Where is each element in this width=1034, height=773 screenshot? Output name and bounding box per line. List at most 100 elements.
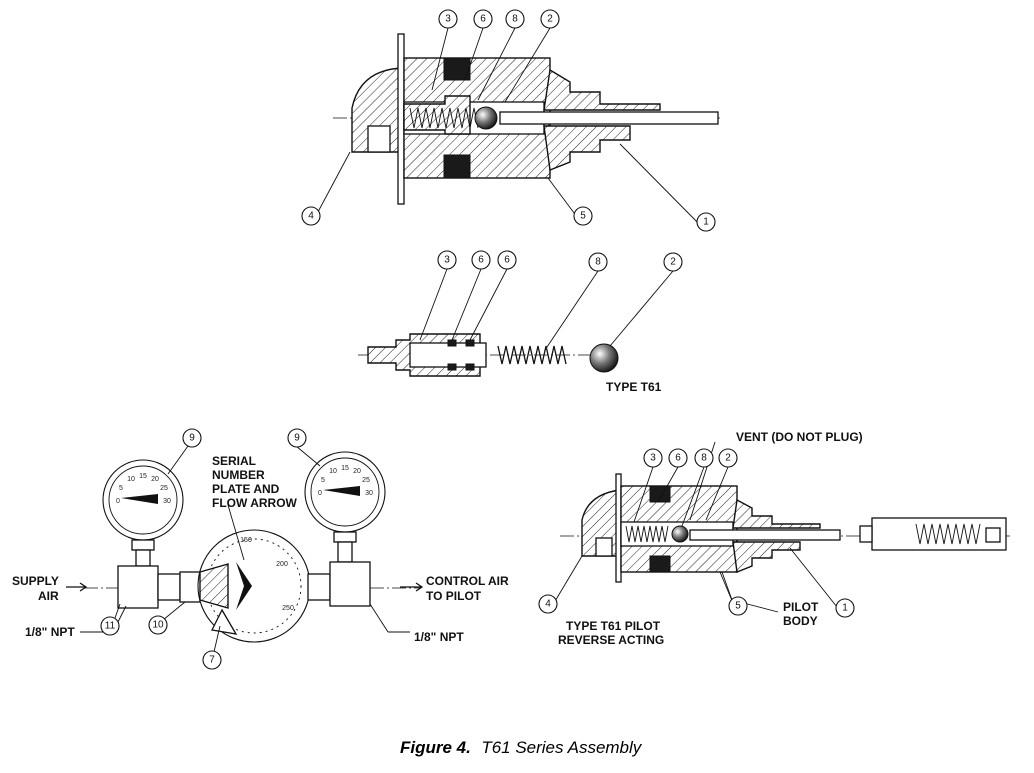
exploded-oring-1b: [447, 363, 457, 371]
callout-number: 9: [294, 433, 300, 444]
callout-number: 3: [445, 14, 451, 25]
callout-number: 8: [512, 14, 518, 25]
left-tee: [117, 565, 159, 609]
leader-7: [213, 625, 221, 653]
supply-arrow: [66, 582, 88, 592]
regulator-threaded-boss: [199, 563, 229, 609]
callout-number: 4: [308, 211, 314, 222]
callout-balloon: [718, 448, 738, 468]
callout-balloon: [835, 598, 855, 618]
reverse-acting-pilot: VENT (DO NOT PLUG) PILOT BODY TYPE T61 P…: [558, 430, 1010, 647]
pilot-body-leader: [721, 571, 733, 601]
callout-number: 5: [735, 601, 741, 612]
callout-number: 8: [701, 453, 707, 464]
leader-9a: [167, 445, 189, 475]
callout-leader: [419, 268, 448, 341]
top-push-rod: [499, 111, 719, 125]
callout-leader: [504, 27, 551, 103]
callout-balloon: [663, 252, 683, 272]
callout-balloon: [301, 206, 321, 226]
label-air: AIR: [38, 589, 59, 603]
top-upper-port: [443, 57, 471, 81]
callout-balloon: [438, 9, 458, 29]
callout-balloon: [100, 616, 120, 636]
callout-number: 8: [595, 257, 601, 268]
callout-number: 2: [547, 14, 553, 25]
regulator-dial-ticks: [206, 538, 302, 634]
left-gauge-face: [108, 465, 178, 535]
reverse-tube-spring: [915, 523, 981, 545]
right-gauge-tick: 0: [318, 490, 322, 497]
label-flow-arrow: FLOW ARROW: [212, 496, 298, 510]
callout-number: 1: [703, 217, 709, 228]
label-vent: VENT (DO NOT PLUG): [736, 430, 863, 444]
label-npt-right: 1/8" NPT: [414, 630, 464, 644]
caption-prefix: Figure 4.: [400, 738, 471, 757]
callout-balloon: [540, 9, 560, 29]
callout-number: 7: [209, 655, 215, 666]
callout-number: 5: [580, 211, 586, 222]
reverse-tube-neck: [859, 525, 873, 543]
exploded-oring-2b: [465, 363, 475, 371]
callout-number: 6: [504, 255, 510, 266]
exploded-parts: TYPE T61: [358, 333, 662, 394]
callout-number: 1: [842, 603, 848, 614]
callout-number: 3: [444, 255, 450, 266]
label-serial: SERIAL: [212, 454, 256, 468]
right-gauge-nut: [333, 531, 357, 543]
reverse-neck-lower: [732, 541, 801, 573]
label-supply: SUPPLY: [12, 574, 59, 588]
callout-leader: [633, 466, 654, 523]
callout-balloon: [148, 615, 168, 635]
right-gauge-face: [310, 457, 380, 527]
top-ball: [474, 106, 498, 130]
regulator-flow-arrow: [236, 562, 252, 610]
reverse-flange-plate: [615, 473, 622, 583]
callout-number: 2: [670, 257, 676, 268]
callout-balloon: [538, 594, 558, 614]
callout-number: 2: [725, 453, 731, 464]
label-npt-left: 1/8" NPT: [25, 625, 75, 639]
right-tee: [329, 561, 371, 607]
left-gauge-nut: [131, 539, 155, 551]
npt-right-leader-2: [369, 603, 389, 633]
reverse-spring: [625, 525, 669, 543]
right-gauge-tick: 30: [365, 490, 373, 497]
callout-number: 6: [675, 453, 681, 464]
right-nipple: [307, 573, 331, 601]
callout-balloon: [471, 250, 491, 270]
left-gauge-tick: 10: [127, 476, 135, 483]
right-gauge-tick: 25: [362, 477, 370, 484]
callout-leader: [657, 466, 679, 503]
leader-9b: [295, 445, 321, 467]
right-gauge-tick: 10: [329, 468, 337, 475]
callout-balloon: [694, 448, 714, 468]
left-gauge-tick: 30: [163, 498, 171, 505]
left-gauge-tick: 5: [119, 485, 123, 492]
left-gauge-stem: [135, 549, 151, 567]
callout-number: 4: [545, 599, 551, 610]
callout-balloon: [505, 9, 525, 29]
top-neck-lower: [543, 125, 631, 171]
reverse-upper-port: [649, 485, 671, 503]
callout-number: 6: [480, 14, 486, 25]
label-control-air: CONTROL AIR: [426, 574, 509, 588]
figure-caption: Figure 4. T61 Series Assembly: [400, 738, 643, 757]
callout-balloon: [497, 250, 517, 270]
right-gauge-needle: [323, 486, 360, 496]
top-cap-screw: [367, 125, 391, 153]
top-flange-plate: [397, 33, 405, 205]
right-gauge-stem: [337, 541, 353, 563]
reverse-tube: [871, 517, 1007, 551]
callout-number: 6: [478, 255, 484, 266]
label-to-pilot: TO PILOT: [426, 589, 482, 603]
callout-number: 10: [152, 620, 164, 631]
label-pilot: PILOT: [783, 600, 819, 614]
left-bushing: [179, 571, 201, 603]
callout-balloon: [728, 596, 748, 616]
regulator-tick: 200: [276, 561, 288, 568]
label-body: BODY: [783, 614, 818, 628]
